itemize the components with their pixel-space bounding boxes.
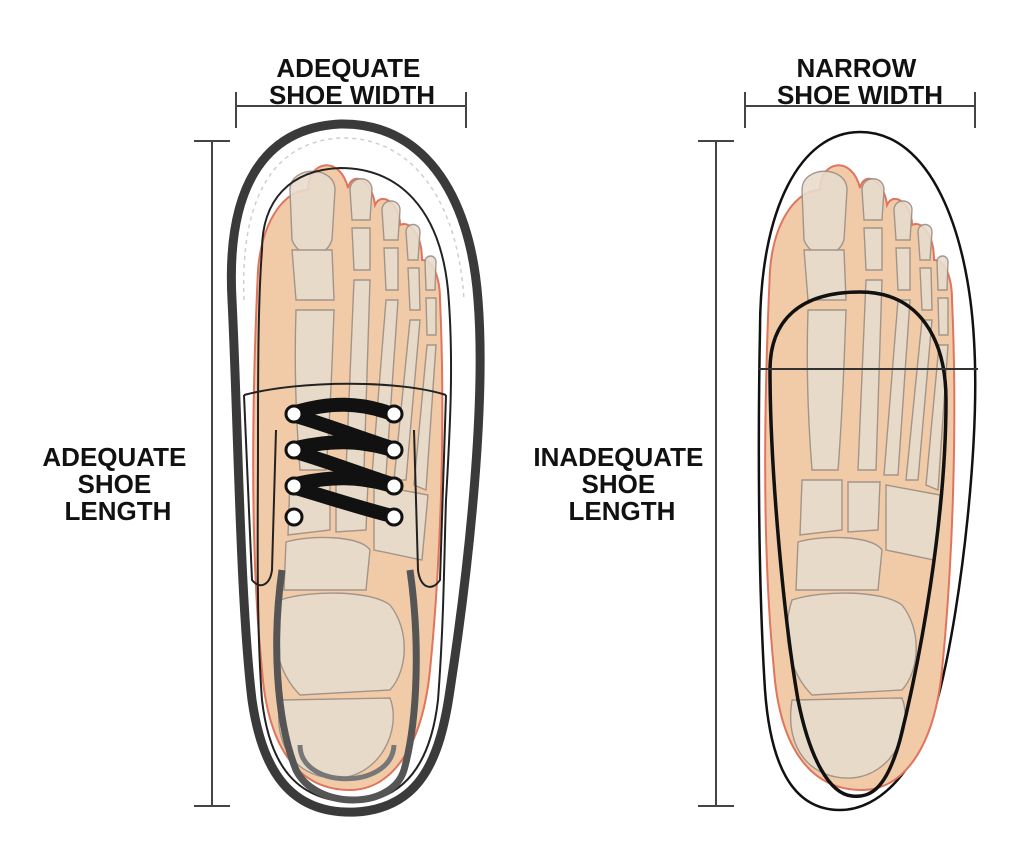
narrow-shoe-outline-icon	[768, 290, 948, 799]
right-width-dimension	[744, 92, 976, 128]
left-width-dimension	[235, 92, 467, 128]
right-foot-with-narrow-shoe: NARROW SHOE WIDTH INADEQUATE SHOE LENGTH	[533, 53, 978, 812]
shoe-upper-outline	[256, 166, 453, 804]
lace-up-shoe-icon	[284, 397, 404, 527]
shoe-sole-outline	[226, 119, 485, 817]
right-length-label: INADEQUATE SHOE LENGTH	[533, 442, 710, 526]
right-foot-skeleton-icon	[764, 164, 956, 791]
right-length-dimension	[698, 140, 734, 807]
left-width-label: ADEQUATE SHOE WIDTH	[269, 53, 435, 110]
left-length-dimension	[194, 140, 230, 807]
left-length-label: ADEQUATE SHOE LENGTH	[42, 442, 193, 526]
right-shoe-outer-outline	[757, 130, 977, 812]
right-width-label: NARROW SHOE WIDTH	[777, 53, 943, 110]
left-foot-with-shoe: ADEQUATE SHOE WIDTH ADEQUATE SHOE LENGTH	[42, 53, 485, 817]
shoe-collar	[273, 569, 420, 804]
